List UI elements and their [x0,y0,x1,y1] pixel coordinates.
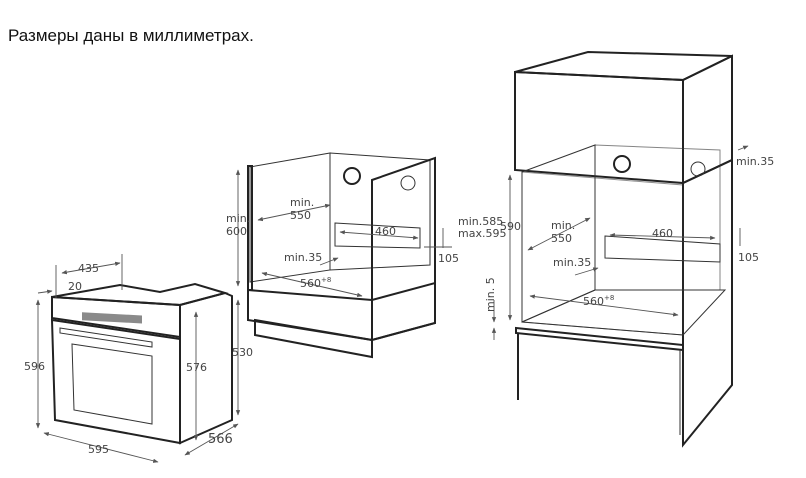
vent-hole-icon [690,161,706,177]
oven-width-label: 595 [88,443,109,456]
niche-height-value-label: 600 [226,225,247,238]
niche-width-label: 560+8 [300,276,331,290]
niche-vent-height-label: 105 [438,252,459,265]
vent-hole-icon [400,175,416,191]
oven-body-height-label: 530 [232,346,253,359]
column-vent-height-label: 105 [738,251,759,264]
oven-window [71,343,153,425]
vent-hole-icon [343,167,361,185]
undercounter-niche-drawing [235,152,452,359]
column-vent-width-label: 460 [652,227,673,240]
niche-height-min-label: min. [226,212,250,225]
column-height-label: 590 [500,220,521,233]
niche-depth-value-label: 550 [290,209,311,222]
niche-vent-offset-label: min.35 [284,251,322,264]
column-top-gap-label: min.35 [736,155,774,168]
column-niche-drawing [491,50,749,448]
oven-inner-height-label: 576 [186,361,207,374]
column-height-min-label: min.585 [458,215,503,228]
oven-depth-label: 566 [208,432,233,447]
niche-vent-width-label: 460 [375,225,396,238]
oven-drawing [35,254,241,463]
column-width-label: 560+8 [583,294,614,308]
page-title: Размеры даны в миллиметрах. [8,26,254,45]
oven-front-offset-label: 20 [68,280,82,293]
vent-hole-icon [613,155,631,173]
column-depth-value-label: 550 [551,232,572,245]
niche-depth-min-label: min. [290,196,314,209]
column-vent-offset-label: min.35 [553,256,591,269]
column-bottom-gap-label: min. 5 [484,277,497,312]
column-depth-min-label: min. [551,219,575,232]
door-handle [59,327,153,348]
oven-depth-top-label: 435 [78,262,99,275]
display-icon [82,312,142,324]
oven-height-label: 596 [24,360,45,373]
column-height-max-label: max.595 [458,227,506,240]
